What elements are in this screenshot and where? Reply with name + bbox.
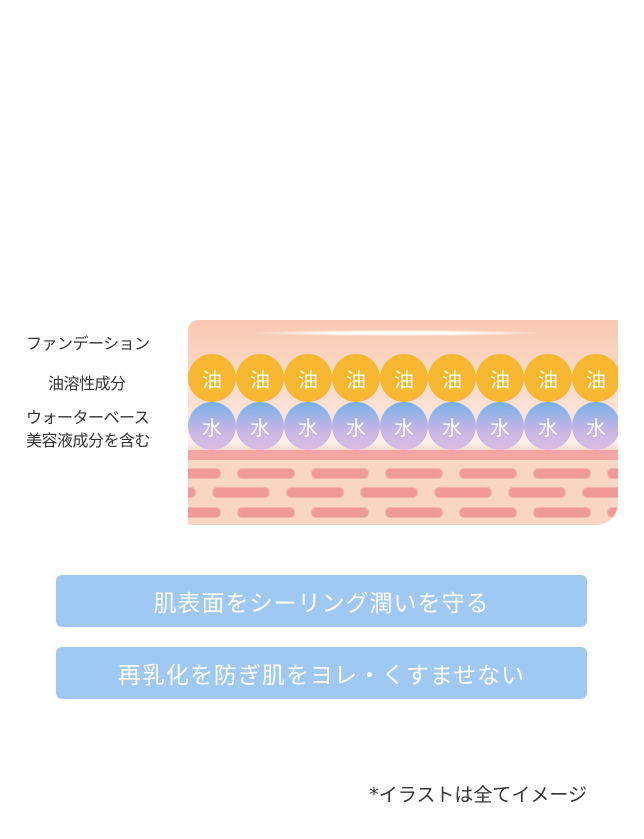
skin-fiber (188, 468, 221, 479)
oil-circle: 油 (236, 354, 284, 402)
label-foundation: ファンデーション (26, 334, 150, 353)
skin-fiber (582, 487, 618, 498)
water-circle: 水 (236, 402, 284, 450)
label-serum: 美容液成分を含む (26, 431, 151, 450)
skin-fiber (212, 487, 270, 498)
skin-fiber (607, 468, 618, 479)
skin-fiber (533, 468, 591, 479)
feature-no-reemulsify: 再乳化を防ぎ肌をヨレ・くすませない (56, 647, 587, 699)
skin-fiber (188, 507, 221, 518)
oil-circle: 油 (524, 354, 572, 402)
skin-fiber (237, 507, 295, 518)
water-circle: 水 (332, 402, 380, 450)
skin-fiber (360, 487, 418, 498)
skin-fiber (188, 487, 196, 498)
skin-fiber (385, 507, 443, 518)
water-circle: 水 (380, 402, 428, 450)
skin-layer-diagram: 油水油水油水油水油水油水油水油水油水 (188, 320, 618, 525)
feature-sealing: 肌表面をシーリング潤いを守る (56, 575, 587, 627)
skin-fiber (311, 507, 369, 518)
water-circle: 水 (572, 402, 618, 450)
skin-surface-band (188, 450, 618, 460)
oil-circle: 油 (284, 354, 332, 402)
shine-highlight (258, 330, 538, 336)
skin-fiber (311, 468, 369, 479)
skin-fiber (237, 468, 295, 479)
oil-circle: 油 (572, 354, 618, 402)
label-oil-soluble: 油溶性成分 (48, 374, 126, 393)
water-circle: 水 (284, 402, 332, 450)
water-circle: 水 (428, 402, 476, 450)
skin-fiber (459, 468, 517, 479)
skin-fiber (286, 487, 344, 498)
oil-circle: 油 (332, 354, 380, 402)
water-circle: 水 (524, 402, 572, 450)
skin-fiber (434, 487, 492, 498)
water-circle: 水 (188, 402, 236, 450)
oil-circle: 油 (476, 354, 524, 402)
label-water-base: ウォーターベース (26, 408, 150, 427)
oil-circle: 油 (380, 354, 428, 402)
skin-fiber (508, 487, 566, 498)
skin-fiber (607, 507, 618, 518)
skin-fiber (533, 507, 591, 518)
oil-circle: 油 (188, 354, 236, 402)
footnote: *イラストは全てイメージ (369, 784, 587, 806)
oil-circle: 油 (428, 354, 476, 402)
skin-fiber (459, 507, 517, 518)
water-circle: 水 (476, 402, 524, 450)
skin-fiber (385, 468, 443, 479)
